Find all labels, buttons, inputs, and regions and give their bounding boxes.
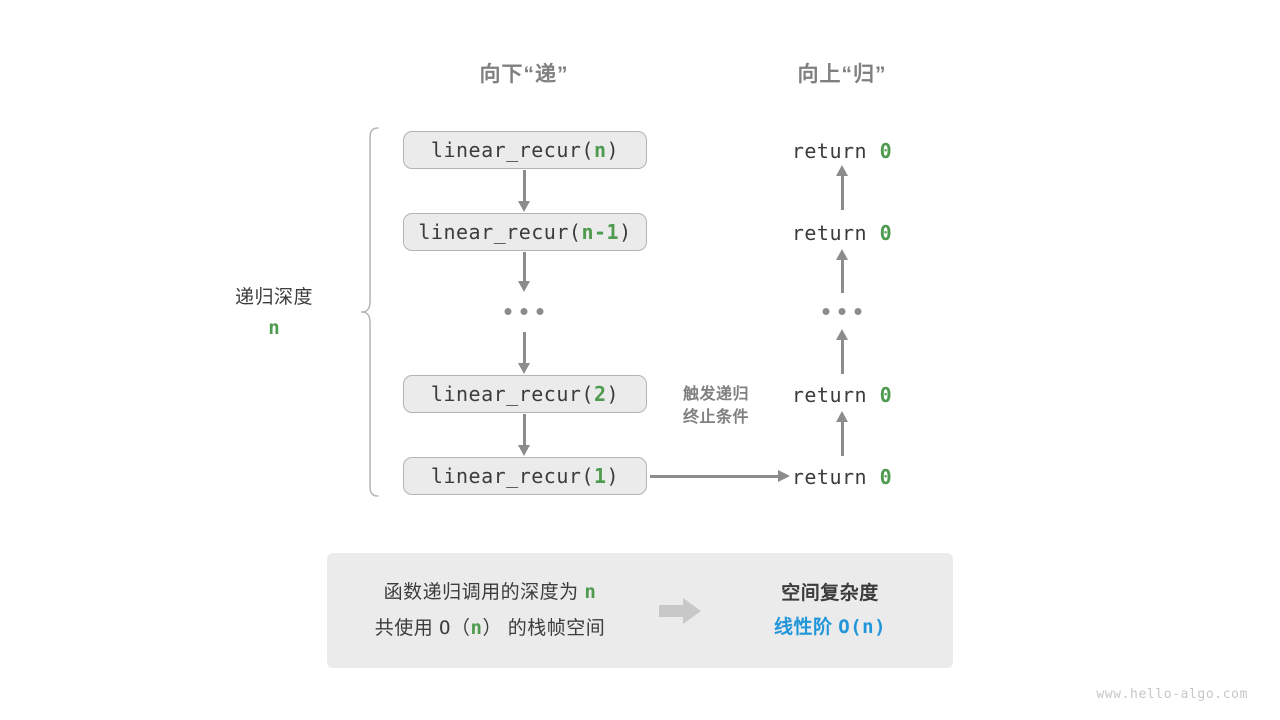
arrow-up-icon	[836, 411, 848, 456]
termination-note-line2: 终止条件	[682, 409, 749, 427]
complexity-expression: O(n)	[838, 615, 887, 638]
arrow-up-icon	[836, 165, 848, 210]
summary-line2-bigo-close: ）	[482, 616, 502, 639]
call-box-suffix: )	[619, 220, 632, 244]
summary-line2-var: n	[470, 616, 483, 639]
call-box-arg: n	[593, 138, 607, 162]
arrow-down-icon	[518, 252, 530, 292]
call-box-prefix: linear_recur(	[430, 138, 594, 162]
summary-line2-bigo-open: O（	[439, 616, 471, 639]
arrow-up-icon	[836, 249, 848, 293]
return-value: 0	[879, 383, 893, 407]
summary-panel: 函数递归调用的深度为 n 共使用 O（n） 的栈帧空间 空间复杂度 线性阶 O(…	[327, 553, 953, 668]
return-statement: return 0	[792, 465, 892, 489]
site-watermark: www.hello-algo.com	[1096, 687, 1248, 702]
return-statement: return 0	[792, 139, 892, 163]
summary-line1-text: 函数递归调用的深度为	[383, 582, 585, 604]
column-header-descend: 向下“递”	[479, 63, 569, 86]
call-box: linear_recur(n)	[403, 131, 647, 169]
call-box: linear_recur(n-1)	[403, 213, 647, 251]
return-keyword: return	[791, 465, 868, 489]
return-keyword: return	[791, 383, 868, 407]
recursion-depth-variable: n	[268, 317, 280, 339]
summary-line2-prefix: 共使用	[374, 617, 440, 639]
ellipsis-left	[504, 308, 544, 315]
call-box-arg: 2	[593, 382, 607, 406]
return-keyword: return	[791, 221, 868, 245]
call-box-arg: 1	[593, 464, 607, 488]
complexity-value: 线性阶 O(n)	[715, 611, 945, 644]
arrow-down-icon	[518, 170, 530, 212]
summary-arrow-container	[645, 596, 715, 626]
termination-note-line1: 触发递归	[682, 386, 749, 403]
recursion-depth-text: 递归深度	[234, 287, 314, 308]
complexity-title: 空间复杂度	[781, 583, 879, 605]
recursion-depth-brace	[360, 127, 379, 497]
termination-condition-note: 触发递归 终止条件	[660, 383, 772, 429]
return-value: 0	[879, 139, 893, 163]
call-box-arg: n-1	[581, 220, 620, 244]
summary-line-2: 共使用 O（n） 的栈帧空间	[335, 611, 645, 646]
block-arrow-right-icon	[659, 597, 701, 624]
return-value: 0	[879, 465, 893, 489]
summary-line1-var: n	[584, 581, 597, 604]
arrow-down-icon	[518, 332, 530, 374]
summary-line2-suffix: 的栈帧空间	[501, 617, 606, 639]
column-header-ascend: 向上“归”	[797, 63, 887, 86]
call-box-suffix: )	[606, 382, 620, 406]
return-statement: return 0	[792, 383, 892, 407]
complexity-order-label: 线性阶	[773, 616, 839, 638]
call-box-suffix: )	[606, 464, 620, 488]
call-box-prefix: linear_recur(	[430, 464, 594, 488]
summary-line-1: 函数递归调用的深度为 n	[335, 575, 645, 610]
summary-conclusion: 空间复杂度 线性阶 O(n)	[715, 577, 945, 644]
return-statement: return 0	[792, 221, 892, 245]
summary-description: 函数递归调用的深度为 n 共使用 O（n） 的栈帧空间	[335, 575, 645, 645]
arrow-up-icon	[836, 329, 848, 374]
call-box-suffix: )	[606, 138, 620, 162]
return-keyword: return	[791, 139, 868, 163]
call-box: linear_recur(1)	[403, 457, 647, 495]
return-value: 0	[879, 221, 893, 245]
arrow-right-icon	[650, 470, 790, 482]
arrow-down-icon	[518, 414, 530, 456]
ellipsis-right	[822, 308, 862, 315]
call-box-prefix: linear_recur(	[418, 220, 582, 244]
recursion-depth-label: 递归深度 n	[235, 282, 313, 339]
call-box-prefix: linear_recur(	[430, 382, 594, 406]
call-box: linear_recur(2)	[403, 375, 647, 413]
